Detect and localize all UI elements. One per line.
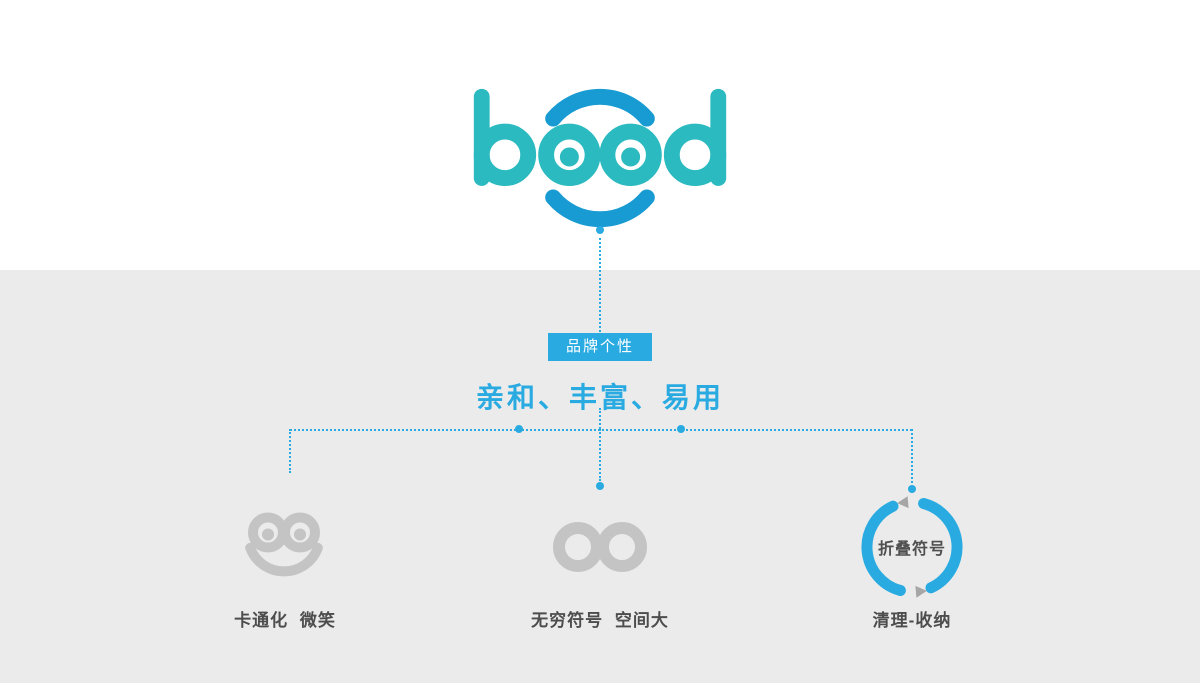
node-label-infinity: 无穷符号 空间大 xyxy=(531,611,669,630)
node-cartoon-face xyxy=(230,502,340,597)
logo-eye-left xyxy=(538,123,601,186)
logo-eye-right-pupil xyxy=(621,147,641,167)
infinity-icon xyxy=(553,522,647,572)
brand-personality-label: 品牌个性 xyxy=(548,333,652,361)
connector-line-heading-down xyxy=(599,408,601,429)
connector-dot-logo xyxy=(596,226,604,234)
connector-dot-right-branch xyxy=(908,485,916,493)
connector-dot-right-junction xyxy=(677,425,685,433)
node-fold-cycle: 折叠符号 xyxy=(857,492,967,602)
node-label-fold-cycle: 清理-收纳 xyxy=(872,611,952,630)
logo-letter-b-bowl xyxy=(473,123,537,186)
connector-line-branch-right xyxy=(911,429,913,483)
logo-eye-right xyxy=(599,123,662,186)
logo-eye-left-pupil xyxy=(559,147,579,167)
connector-dot-left-junction xyxy=(515,425,523,433)
cycle-arrow-bottom xyxy=(915,585,927,598)
connector-line-branch-left xyxy=(289,429,291,473)
cycle-arrow-top xyxy=(897,496,909,509)
personality-heading: 亲和、丰富、易用 xyxy=(475,382,724,413)
connector-line-horizontal xyxy=(290,429,912,431)
brand-logo xyxy=(468,84,732,232)
logo-top-arc xyxy=(545,88,655,127)
logo-bottom-arc xyxy=(545,189,655,228)
cycle-arrows-icon xyxy=(861,496,963,598)
node-label-cartoon-face: 卡通化 微笑 xyxy=(234,611,336,630)
cartoon-face-icon xyxy=(245,512,323,577)
fold-symbol-inner-label: 折叠符号 xyxy=(877,541,946,558)
node-infinity xyxy=(545,518,655,578)
connector-line-logo-to-label xyxy=(599,238,601,332)
brand-personality-label-text: 品牌个性 xyxy=(565,338,634,355)
connector-dot-middle-branch xyxy=(596,482,604,490)
brand-logo-graphic xyxy=(473,88,727,228)
connector-line-branch-middle xyxy=(599,429,601,481)
